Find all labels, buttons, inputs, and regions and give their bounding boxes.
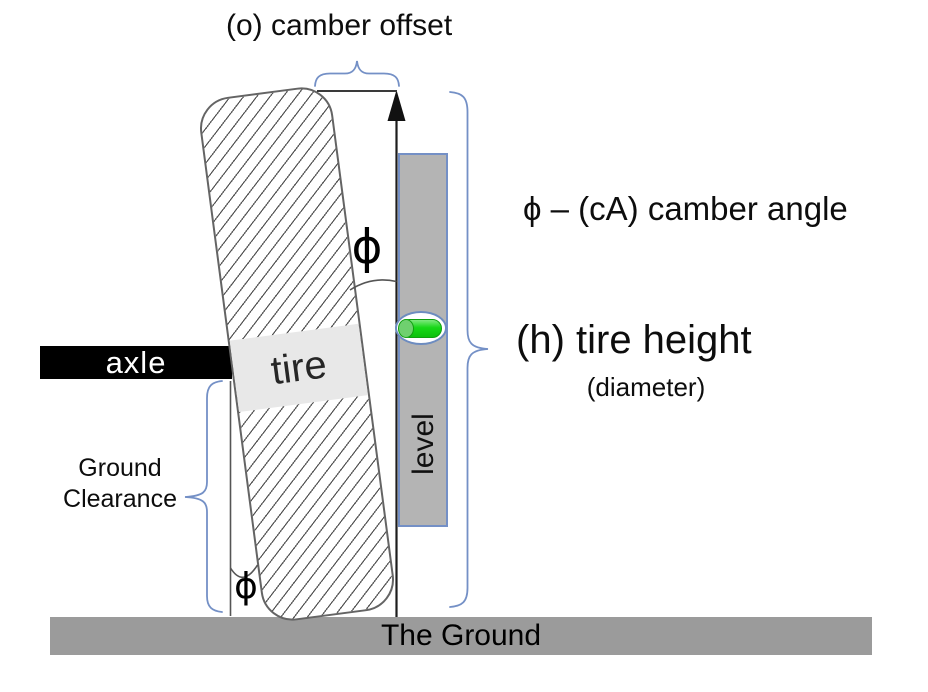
phi-symbol-top: ϕ xyxy=(351,220,383,275)
ground-clearance-label: Ground Clearance xyxy=(56,453,184,515)
ground-clearance-line2: Clearance xyxy=(63,485,177,513)
bubble-cap xyxy=(398,319,414,338)
axle-bar: axle xyxy=(40,344,232,380)
tire-label-band: tire xyxy=(229,323,368,413)
level-tool: level xyxy=(398,153,448,527)
level-label: level xyxy=(407,413,440,475)
tire-label: tire xyxy=(268,341,330,393)
ground-bar: The Ground xyxy=(50,617,872,655)
ground-clearance-brace xyxy=(184,380,223,613)
tire-height-brace xyxy=(449,91,489,608)
phi-symbol-bottom: ϕ xyxy=(234,566,258,607)
diameter-label: (diameter) xyxy=(586,372,706,402)
camber-angle-label: ϕ – (cA) camber angle xyxy=(523,190,848,227)
ground-label: The Ground xyxy=(380,619,542,652)
arrow-up-icon xyxy=(387,90,406,121)
tire-height-label: (h) tire height xyxy=(516,318,752,362)
ground-clearance-line1: Ground xyxy=(78,454,162,482)
camber-offset-brace xyxy=(314,60,400,87)
camber-angle-arc xyxy=(349,279,397,291)
axle-label: axle xyxy=(105,344,167,380)
camber-offset-label: (o) camber offset xyxy=(226,9,453,42)
